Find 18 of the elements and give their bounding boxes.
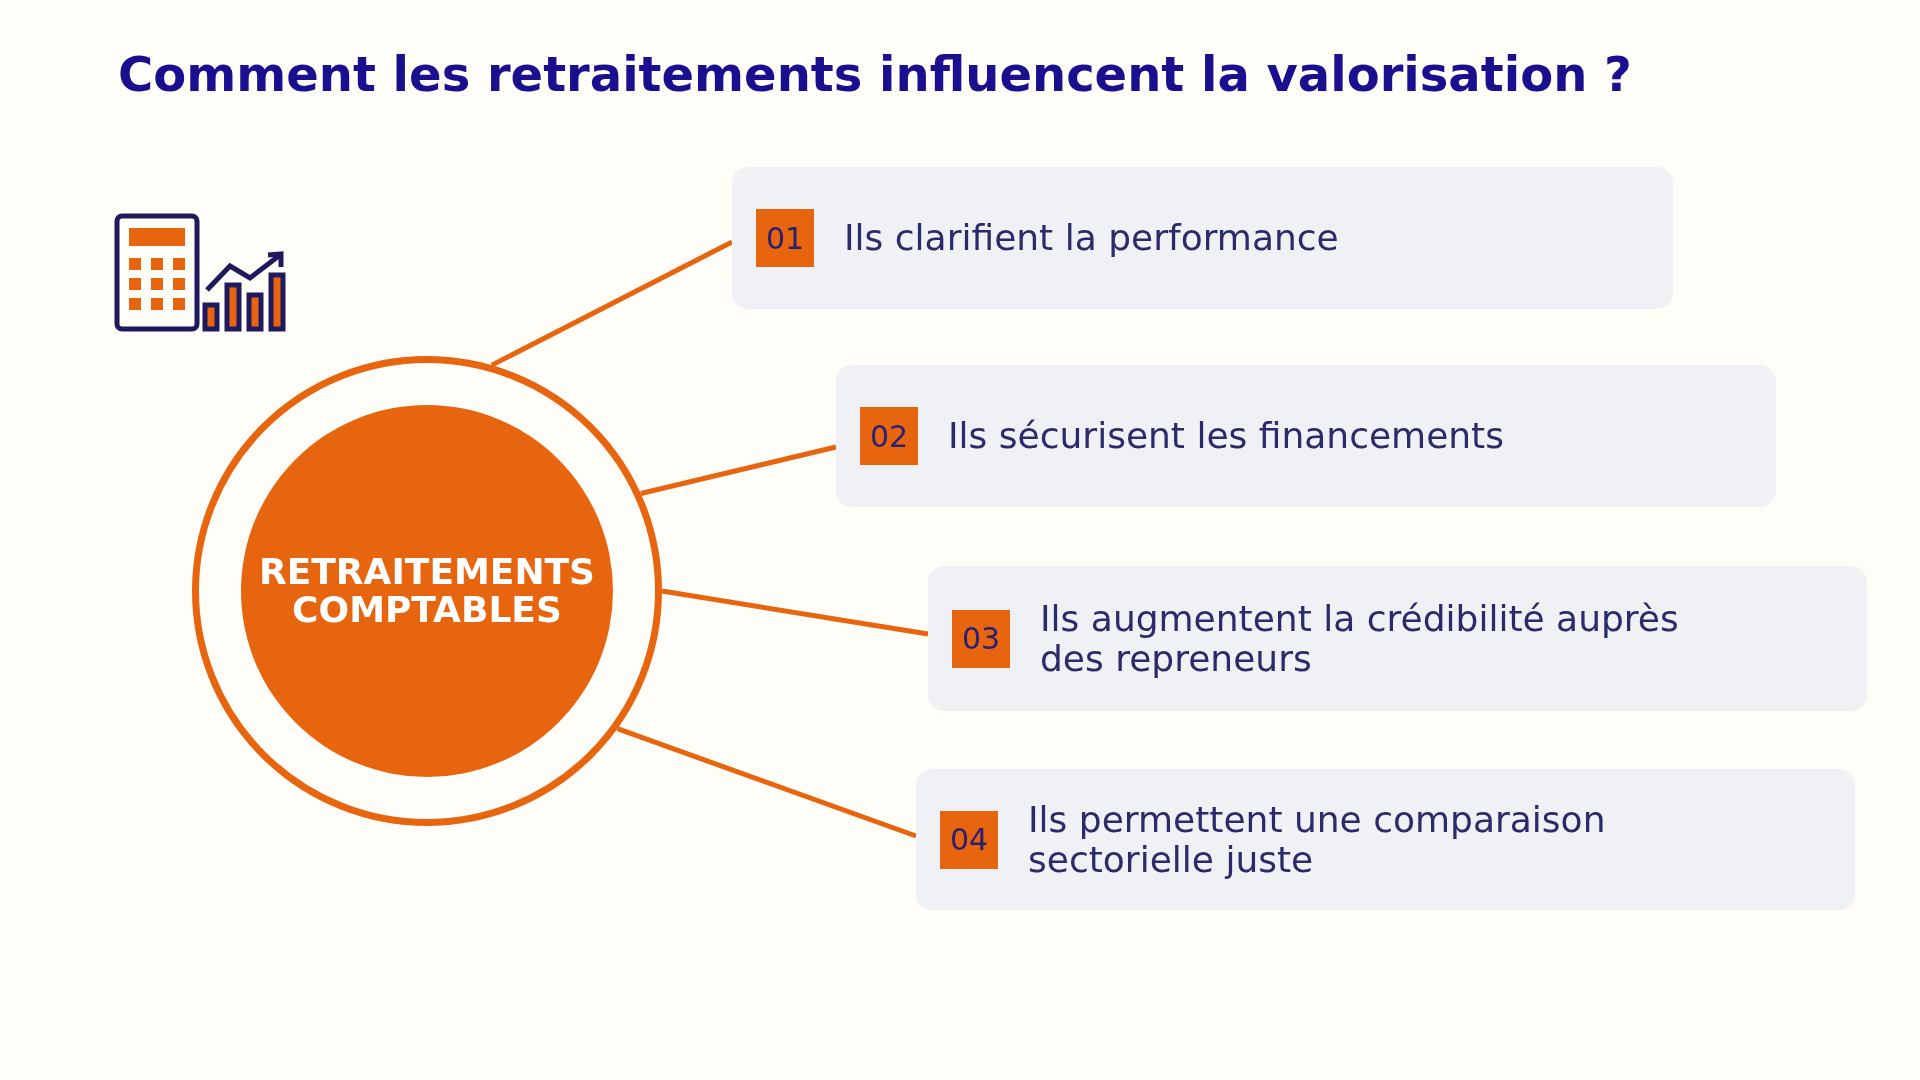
step-number: 04 bbox=[940, 810, 998, 869]
title: Comment les retraitements influencent la valorisation ? bbox=[118, 46, 1632, 102]
step-number: 02 bbox=[860, 407, 918, 465]
step-text: Ils permettent une comparaison sectorielle juste bbox=[1028, 799, 1607, 880]
step-text: Ils augmentent la crédibilité auprès des repreneurs bbox=[1040, 598, 1680, 679]
step-text: Ils sécurisent les financements bbox=[948, 416, 1504, 456]
step-card bbox=[732, 167, 1673, 309]
center-label: RETRAITEMENTS COMPTABLES bbox=[258, 553, 596, 629]
step-card bbox=[928, 566, 1867, 711]
connector-line bbox=[640, 444, 837, 496]
step-number: 01 bbox=[756, 209, 814, 267]
step-card bbox=[836, 365, 1776, 507]
step-text: Ils clarifient la performance bbox=[844, 218, 1339, 258]
step-card bbox=[916, 769, 1855, 910]
connector-line bbox=[616, 726, 917, 839]
connector-line bbox=[490, 239, 734, 368]
connector-line bbox=[661, 588, 929, 637]
step-number: 03 bbox=[952, 609, 1010, 668]
